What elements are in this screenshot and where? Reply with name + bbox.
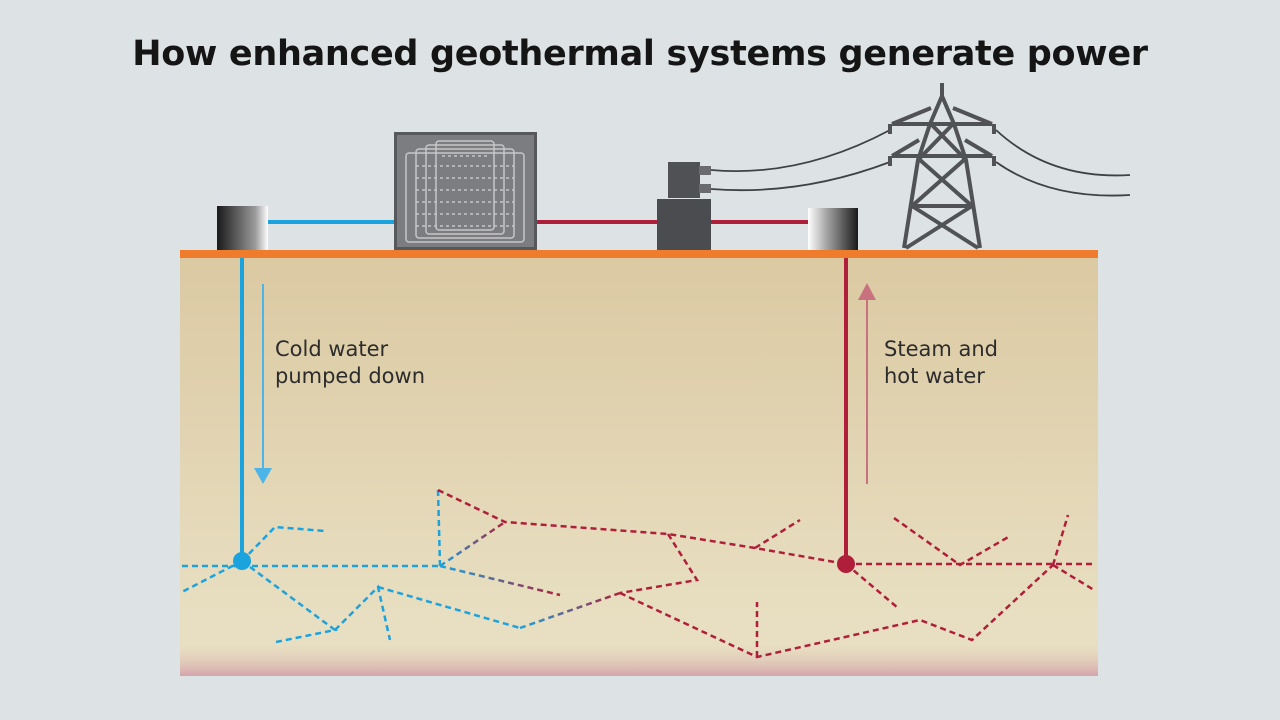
steam-hot-water-label-line-2: hot water xyxy=(884,364,985,388)
transmission-tower-icon xyxy=(888,83,996,250)
transmission-wires xyxy=(710,129,1131,197)
steam-hot-water-label: Steam and hot water xyxy=(884,336,998,390)
production-wellhead xyxy=(808,208,858,250)
cold-fracture-network xyxy=(181,489,521,644)
ground-surface-line xyxy=(180,250,1098,258)
turbine-generator-icon xyxy=(657,162,711,250)
upward-flow-arrow xyxy=(858,283,876,484)
downward-flow-arrow xyxy=(254,284,272,484)
power-plant-icon xyxy=(394,132,537,250)
cold-water-label-line-2: pumped down xyxy=(275,364,426,388)
injection-wellhead xyxy=(217,206,268,250)
steam-hot-water-label-line-1: Steam and xyxy=(884,337,998,361)
production-well-bottom xyxy=(837,555,855,573)
hot-fracture-network xyxy=(437,488,1096,659)
cold-water-label-line-1: Cold water xyxy=(275,337,389,361)
transition-fractures xyxy=(439,520,621,630)
bedrock-layer xyxy=(180,640,1098,676)
ground xyxy=(180,255,1098,676)
injection-well-bottom xyxy=(233,552,251,570)
cold-water-label: Cold water pumped down xyxy=(275,336,425,390)
diagram-title: How enhanced geothermal systems generate… xyxy=(132,34,1148,74)
